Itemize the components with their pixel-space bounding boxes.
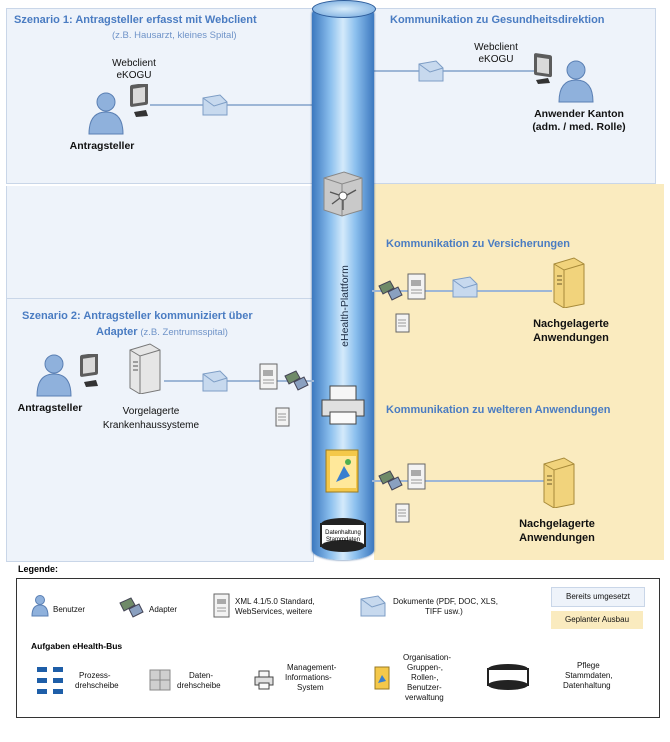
legend-adapter-label: Adapter bbox=[149, 605, 178, 614]
versicherung-title: Kommunikation zu Versicherungen bbox=[386, 238, 570, 250]
legend-pflege-label-3: Datenhaltung bbox=[563, 681, 611, 690]
legend-pflege-label-1: Pflege bbox=[577, 661, 600, 670]
database-label-2: Stammdaten bbox=[325, 537, 361, 543]
gesundheit-webclient-label-1: Webclient bbox=[474, 42, 518, 53]
legend-box: Benutzer Adapter XML 4.1/5.0 Standard, W… bbox=[16, 578, 660, 718]
legend-xml-label-2: WebServices, weitere bbox=[235, 607, 313, 616]
scenario2-title-line1: Szenario 2: Antragsteller kommuniziert ü… bbox=[22, 310, 253, 322]
legend-org-label-4: Benutzer- bbox=[407, 683, 442, 692]
ehealth-platform-tube-top bbox=[312, 0, 376, 18]
gesundheit-title: Kommunikation zu Gesundheitsdirektion bbox=[390, 14, 605, 26]
scenario1-webclient-label-2: eKOGU bbox=[116, 70, 152, 81]
legend-tasks-title: Aufgaben eHealth-Bus bbox=[31, 641, 123, 651]
database-label-1: Datenhaltung bbox=[325, 530, 361, 536]
versicherung-target-label-2: Anwendungen bbox=[533, 332, 609, 344]
legend-daten-label-2: drehscheibe bbox=[177, 681, 221, 690]
organisation-folder-icon bbox=[325, 449, 359, 493]
scenario2-connector bbox=[164, 380, 314, 382]
versicherung-xml-small-icon bbox=[395, 313, 410, 333]
gesundheit-user-label-1: Anwender Kanton bbox=[534, 108, 624, 120]
scenario2-title-line2: Adapter (z.B. Zentrumsspital) bbox=[96, 326, 228, 338]
scenario2-panel bbox=[6, 298, 314, 562]
database-shape bbox=[320, 518, 366, 552]
legend-pflege-label-2: Stammdaten, bbox=[565, 671, 613, 680]
scenario1-title: Szenario 1: Antragsteller erfasst mit We… bbox=[14, 14, 257, 26]
legend-prozess-label-1: Prozess- bbox=[79, 671, 111, 680]
legend-daten-label-1: Daten- bbox=[189, 671, 214, 680]
scenario1-subtitle: (z.B. Hausarzt, kleines Spital) bbox=[112, 30, 237, 41]
scenario1-webclient-label-1: Webclient bbox=[112, 58, 156, 69]
scenario1-monitor-icon bbox=[130, 84, 148, 117]
data-hub-icon bbox=[323, 171, 363, 217]
gesundheit-user-icon bbox=[558, 60, 594, 103]
scenario2-xml-small-icon bbox=[275, 407, 290, 427]
scenario2-system-label-2: Krankenhaussysteme bbox=[102, 420, 200, 431]
management-information-system-icon bbox=[321, 385, 365, 425]
legend-user-icon bbox=[31, 595, 49, 617]
legend-org-label-5: verwaltung bbox=[405, 693, 444, 702]
legend-xml-icon bbox=[213, 593, 230, 618]
scenario2-xml-icon bbox=[259, 363, 278, 390]
weitere-server-icon bbox=[543, 457, 575, 508]
versicherung-xml-icon bbox=[407, 273, 426, 300]
legend-benutzer-label: Benutzer bbox=[53, 605, 86, 614]
scenario2-document-icon bbox=[202, 370, 228, 392]
scenario2-title-adapter: Adapter bbox=[96, 326, 138, 338]
scenario2-user-label: Antragsteller bbox=[17, 402, 83, 414]
legend-dokumente-label-2: TIFF usw.) bbox=[425, 607, 463, 616]
legend-status-done: Bereits umgesetzt bbox=[551, 587, 645, 607]
legend-org-label-2: Gruppen-, bbox=[407, 663, 444, 672]
scenario2-subtitle: (z.B. Zentrumsspital) bbox=[140, 327, 228, 338]
scenario1-user-icon bbox=[88, 92, 124, 135]
legend-prozess-label-2: drehscheibe bbox=[75, 681, 119, 690]
ehealth-platform-label: eHealth-Plattform bbox=[339, 265, 351, 347]
legend-mis-label-1: Management- bbox=[287, 663, 337, 672]
weitere-connector bbox=[372, 480, 552, 482]
legend-mis-label-2: Informations- bbox=[285, 673, 332, 682]
scenario2-system-label-1: Vorgelagerte bbox=[122, 406, 180, 417]
gesundheit-user-label-2: (adm. / med. Rolle) bbox=[532, 121, 626, 133]
gesundheit-webclient-label-2: eKOGU bbox=[478, 54, 514, 65]
versicherung-document-icon bbox=[452, 276, 478, 298]
planned-panel bbox=[374, 184, 664, 560]
database-icon: Datenhaltung Stammdaten bbox=[318, 516, 368, 554]
legend-title: Legende: bbox=[18, 564, 59, 574]
legend-org-icon bbox=[374, 666, 390, 690]
weitere-target-label-1: Nachgelagerte bbox=[519, 518, 595, 530]
gesundheit-document-icon bbox=[418, 60, 444, 82]
legend-process-hub-icon bbox=[37, 667, 63, 694]
weitere-title: Kommunikation zu welteren Anwendungen bbox=[386, 404, 611, 416]
scenario2-monitor-icon bbox=[80, 354, 98, 387]
legend-mis-label-3: System bbox=[297, 683, 324, 692]
scenario2-adapter-icon bbox=[284, 370, 309, 391]
left-middle-panel bbox=[6, 186, 314, 298]
versicherung-target-label-1: Nachgelagerte bbox=[533, 318, 609, 330]
versicherung-server-icon bbox=[553, 257, 585, 308]
legend-data-hub-icon bbox=[149, 669, 171, 691]
gesundheit-connector bbox=[372, 70, 542, 72]
legend-xml-label-1: XML 4.1/5.0 Standard, bbox=[235, 597, 315, 606]
scenario1-user-label: Antragsteller bbox=[69, 140, 135, 152]
legend-mis-icon bbox=[254, 670, 274, 690]
legend-org-label-1: Organisation- bbox=[403, 653, 452, 662]
weitere-target-label-2: Anwendungen bbox=[519, 532, 595, 544]
legend-document-icon bbox=[360, 595, 386, 617]
versicherung-adapter-icon bbox=[378, 280, 403, 301]
scenario1-connector bbox=[150, 104, 314, 106]
weitere-xml-icon bbox=[407, 463, 426, 490]
scenario1-document-icon bbox=[202, 94, 228, 116]
legend-org-label-3: Rollen-, bbox=[411, 673, 439, 682]
gesundheit-monitor-icon bbox=[534, 53, 552, 84]
legend-database-icon bbox=[487, 664, 529, 690]
scenario2-user-icon bbox=[36, 354, 72, 397]
scenario2-server-icon bbox=[129, 343, 161, 394]
weitere-adapter-icon bbox=[378, 470, 403, 491]
weitere-xml-small-icon bbox=[395, 503, 410, 523]
legend-adapter-icon bbox=[119, 597, 144, 618]
legend-dokumente-label-1: Dokumente (PDF, DOC, XLS, bbox=[393, 597, 498, 606]
legend-status-planned: Geplanter Ausbau bbox=[551, 611, 643, 629]
